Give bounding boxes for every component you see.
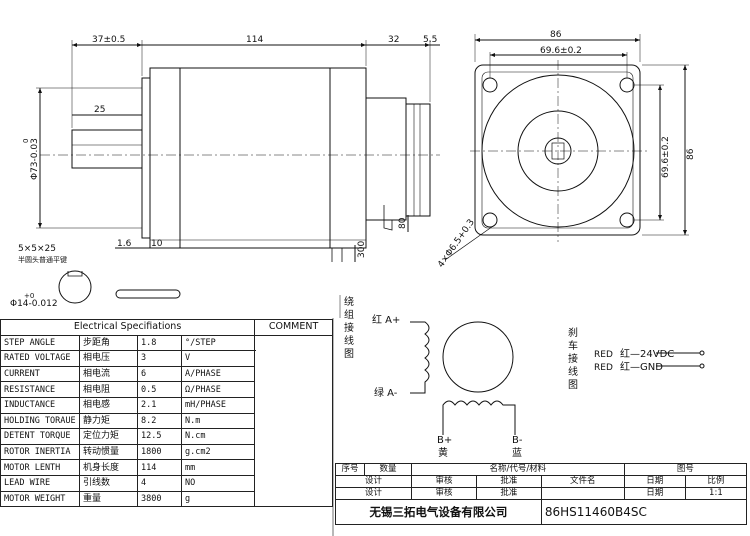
brake-unit <box>365 97 407 221</box>
dim-shaft-25: 25 <box>94 105 105 115</box>
brake-red2-label: RED <box>594 363 613 373</box>
coil-a <box>410 321 430 394</box>
spec-header: Electrical Specifiations <box>0 319 256 336</box>
dim-10: 10 <box>151 239 163 249</box>
front-flange <box>141 77 151 239</box>
brake-red1-label: RED <box>594 350 613 360</box>
label-a-plus: 红 A+ <box>372 313 400 326</box>
label-b-plus-color: 黄 <box>438 446 448 459</box>
dim-1-6: 1.6 <box>117 239 132 249</box>
wiring-rotor-circle <box>442 321 514 393</box>
label-b-minus-color: 蓝 <box>512 447 522 459</box>
dim-300: 300 <box>357 241 367 258</box>
key-detail <box>115 289 181 299</box>
dim-tol-top: +0 <box>24 292 34 300</box>
title-block: 序号 数量 名称/代号/材料 图号 设计 审核 批准 文件名 日期 比例 设计 … <box>335 463 748 525</box>
dim-sq86-top: 86 <box>550 30 562 40</box>
dim-front: 37±0.5 <box>92 35 125 45</box>
brake-red2-text: 红—GND <box>620 360 663 373</box>
svg-text:绕: 绕 <box>344 295 354 308</box>
dim-phi14: Φ14-0.012 <box>10 299 58 309</box>
dim-key-note: 半圆头普通平键 <box>18 255 67 264</box>
svg-text:线: 线 <box>344 334 354 347</box>
front-view-square <box>474 64 641 236</box>
dim-rear-32: 32 <box>388 35 399 45</box>
model-number: 86HS11460B4SC <box>540 499 748 525</box>
label-b-minus: B- <box>512 435 523 446</box>
svg-text:接: 接 <box>568 352 578 365</box>
dim-80: 80 <box>398 217 408 229</box>
dim-pitch-top: 69.6±0.2 <box>540 46 582 56</box>
brake-wiring-title: 刹 车 接 线 图 <box>568 327 578 391</box>
svg-text:接: 接 <box>344 321 354 334</box>
title-row: 设计 审核 批准 文件名 日期 比例 <box>335 475 748 488</box>
title-row: 序号 数量 名称/代号/材料 图号 <box>335 463 748 476</box>
svg-text:刹: 刹 <box>568 327 578 339</box>
title-row: 设计 审核 批准 日期 1:1 <box>335 487 748 500</box>
motor-body <box>149 67 367 249</box>
dim-phi73-tol: 0 <box>22 139 30 143</box>
dim-sq86-side: 86 <box>686 148 696 160</box>
spec-comment: COMMENT <box>254 319 333 336</box>
brake-red1-text: 红—24VDC <box>620 347 674 360</box>
svg-text:图: 图 <box>344 348 354 360</box>
dim-holes: 4×Φ6.5+0.3 <box>436 218 477 270</box>
dim-body: 114 <box>246 35 263 45</box>
svg-text:线: 线 <box>568 365 578 378</box>
coil-b <box>442 400 516 435</box>
dim-pitch-side: 69.6±0.2 <box>661 136 671 178</box>
label-a-minus: 绿 A- <box>374 386 398 399</box>
shaft <box>71 129 143 169</box>
shaft-section <box>58 270 92 304</box>
svg-text:图: 图 <box>568 379 578 391</box>
company-name: 无锡三拓电气设备有限公司 <box>335 499 542 525</box>
svg-text:车: 车 <box>568 339 578 352</box>
dim-phi73: Φ73-0.03 <box>30 138 40 180</box>
svg-text:组: 组 <box>344 308 354 321</box>
spec-table: Electrical Specifiations COMMENT STEP AN… <box>0 319 333 508</box>
dim-key: 5×5×25 <box>18 244 56 254</box>
dim-rear-55: 5.5 <box>423 35 437 45</box>
label-b-plus: B+ <box>437 435 452 446</box>
coil-wiring-title: 绕 组 接 线 图 <box>344 295 354 360</box>
